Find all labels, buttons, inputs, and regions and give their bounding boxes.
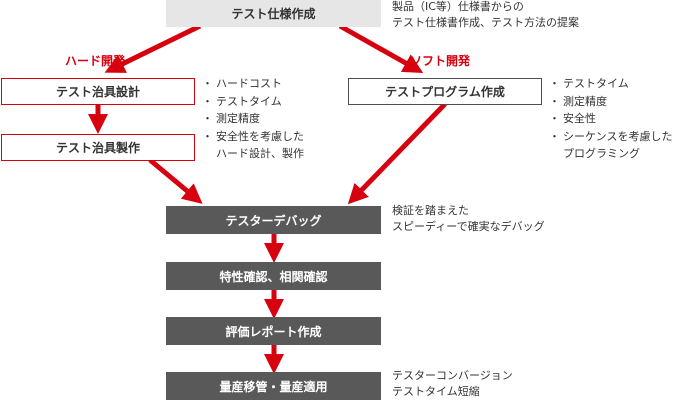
spec-box-label: テスト仕様作成 — [231, 7, 316, 21]
report-box-label: 評価レポート作成 — [225, 324, 322, 339]
soft-point-item: 安全性 — [549, 110, 672, 128]
program-box-label: テストプログラム作成 — [385, 85, 505, 99]
soft-point-item: 測定精度 — [549, 93, 672, 111]
spec-note: 製品（IC等）仕様書からの テスト仕様書作成、テスト方法の提案 — [392, 0, 579, 31]
soft-points-list: テストタイム 測定精度 安全性 シーケンスを考慮した プログラミング — [549, 75, 672, 163]
hard-point-item: 安全性を考慮した ハード設計、製作 — [202, 128, 304, 163]
jig-design-box: テスト治具設計 — [1, 78, 195, 105]
arrow-jig-build-to-debug — [148, 158, 203, 204]
debug-box-label: テスターデバッグ — [225, 213, 322, 228]
debug-note-line-2: スピーディーで確実なデバッグ — [392, 220, 545, 233]
jig-build-box-label: テスト治具製作 — [55, 141, 140, 155]
verify-box: 特性確認、相関確認 — [166, 262, 381, 290]
debug-note: 検証を踏まえた スピーディーで確実なデバッグ — [392, 203, 545, 235]
mass-note: テスターコンバージョン テストタイム短縮 — [392, 368, 513, 400]
spec-note-line-1: 製品（IC等）仕様書からの — [392, 0, 524, 13]
arrow-spec-to-program — [338, 23, 424, 73]
verify-box-label: 特性確認、相関確認 — [219, 269, 328, 284]
mass-box: 量産移管・量産適用 — [166, 372, 381, 400]
report-box: 評価レポート作成 — [166, 317, 381, 345]
arrow-spec-to-jig-design — [104, 23, 202, 73]
debug-note-line-1: 検証を踏まえた — [392, 204, 469, 217]
program-box: テストプログラム作成 — [348, 78, 542, 105]
hard-point-item: 測定精度 — [202, 110, 304, 128]
mass-note-line-2: テストタイム短縮 — [392, 385, 480, 398]
soft-point-item: テストタイム — [549, 75, 672, 93]
hard-points-list: ハードコスト テストタイム 測定精度 安全性を考慮した ハード設計、製作 — [202, 75, 304, 163]
jig-design-box-label: テスト治具設計 — [55, 85, 140, 99]
jig-build-box: テスト治具製作 — [1, 134, 195, 161]
debug-box: テスターデバッグ — [166, 206, 381, 234]
spec-box: テスト仕様作成 — [166, 0, 381, 27]
mass-note-line-1: テスターコンバージョン — [392, 369, 513, 382]
mass-box-label: 量産移管・量産適用 — [219, 379, 328, 394]
arrow-program-to-debug — [347, 102, 447, 205]
hard-point-item: テストタイム — [202, 93, 304, 111]
soft-point-item: シーケンスを考慮した プログラミング — [549, 128, 672, 163]
hard-point-item: ハードコスト — [202, 75, 304, 93]
spec-note-line-2: テスト仕様書作成、テスト方法の提案 — [392, 16, 579, 29]
hard-branch-label: ハード開発 — [65, 54, 126, 68]
soft-branch-label: ソフト開発 — [410, 54, 471, 68]
